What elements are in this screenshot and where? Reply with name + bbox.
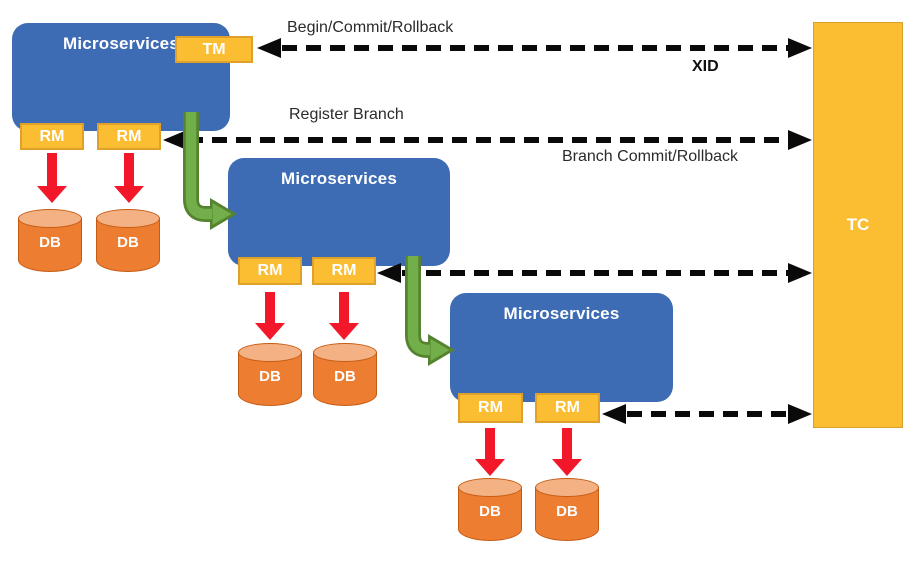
db-label: DB [479,503,501,520]
db-label: DB [334,368,356,385]
db-label: DB [39,234,61,251]
rm-tc-connector-2 [377,263,812,283]
db-cylinder: DB [313,343,377,406]
flow-arrow-2 [405,256,455,366]
rm-badge: RM [238,257,302,285]
db-write-arrow [475,428,505,476]
db-write-arrow [255,292,285,340]
db-label: DB [259,368,281,385]
db-cylinder: DB [458,478,522,541]
rm-badge: RM [312,257,376,285]
db-cylinder-top [238,343,302,362]
db-write-arrow [114,153,144,203]
tm-tc-connector [257,38,812,58]
begin-commit-rollback-label: Begin/Commit/Rollback [287,19,454,36]
tc-box: TC [813,22,903,428]
rm-badge: RM [97,123,161,150]
register-branch-label: Register Branch [289,106,404,123]
db-cylinder: DB [238,343,302,406]
rm-tc-connector-3 [602,404,812,424]
db-label: DB [556,503,578,520]
db-cylinder-top [313,343,377,362]
db-cylinder: DB [18,209,82,272]
microservices-label: Microservices [280,169,397,188]
db-cylinder-top [18,209,82,228]
db-cylinder-top [535,478,599,497]
rm-badge: RM [20,123,84,150]
db-cylinder-top [458,478,522,497]
microservices-box-2: Microservices [228,158,450,266]
tm-badge: TM [175,36,253,63]
xid-label: XID [692,58,719,75]
db-write-arrow [552,428,582,476]
db-write-arrow [37,153,67,203]
rm-badge: RM [458,393,523,423]
db-cylinder: DB [535,478,599,541]
db-label: DB [117,234,139,251]
microservices-label: Microservices [503,304,620,323]
microservices-label: Microservices [62,34,179,53]
rm-tc-connector-1 [163,130,812,150]
branch-commit-rollback-label: Branch Commit/Rollback [562,148,739,165]
rm-badge: RM [535,393,600,423]
db-write-arrow [329,292,359,340]
microservices-box-3: Microservices [450,293,673,402]
db-cylinder-top [96,209,160,228]
db-cylinder: DB [96,209,160,272]
